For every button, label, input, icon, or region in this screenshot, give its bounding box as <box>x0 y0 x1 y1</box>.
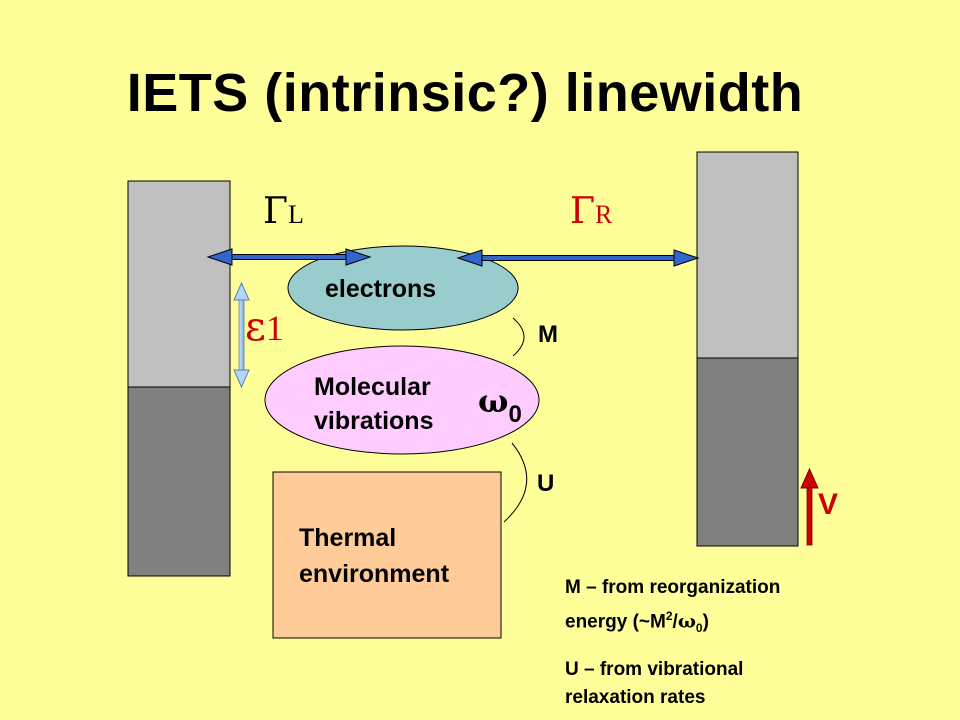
gamma-right-arrow <box>456 249 700 267</box>
note-m: M – from reorganization energy (~M2/ω0) <box>565 577 781 636</box>
gamma-right-label: ΓR <box>570 191 613 232</box>
epsilon-arrow <box>233 281 250 389</box>
coupling-m-label: M <box>538 321 558 348</box>
right-lead-upper <box>696 151 799 359</box>
coupling-u-curve <box>503 442 528 523</box>
left-lead-upper <box>127 180 231 388</box>
coupling-u-label: U <box>537 470 555 497</box>
gamma-left-arrow <box>206 248 372 266</box>
voltage-label: V <box>818 488 839 521</box>
molecular-vibrations-label: Molecular vibrations <box>314 373 434 435</box>
omega-zero-label: ω0 <box>478 382 522 428</box>
note-u: U – from vibrational relaxation rates <box>565 659 744 708</box>
thermal-environment-label: Thermal environment <box>299 524 450 588</box>
slide-title: IETS (intrinsic?) linewidth <box>126 63 804 123</box>
epsilon-label: ε1 <box>245 304 284 350</box>
electrons-label: electrons <box>325 275 437 303</box>
coupling-m-curve <box>512 317 525 357</box>
gamma-left-label: ΓL <box>263 191 304 232</box>
molecular-vibrations-ellipse <box>264 345 540 455</box>
left-lead-lower <box>127 386 231 577</box>
right-lead-lower <box>696 357 799 547</box>
voltage-arrow <box>800 467 819 546</box>
thermal-environment-box <box>272 471 502 639</box>
electrons-ellipse <box>287 245 519 331</box>
